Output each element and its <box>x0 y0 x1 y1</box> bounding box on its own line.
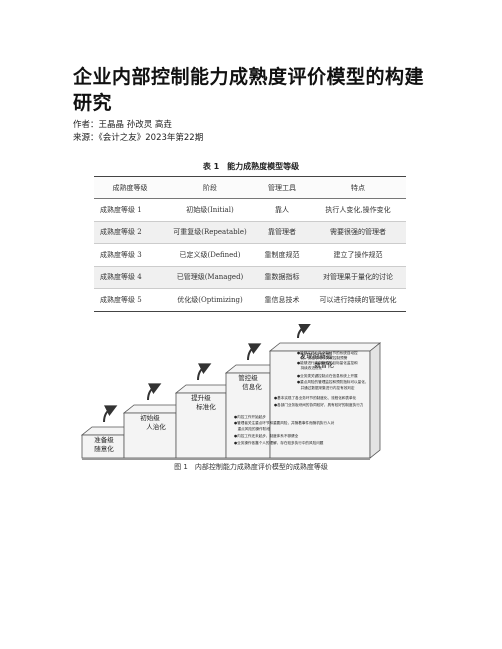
step-5-front <box>269 350 371 459</box>
step-2-sublabel: 人治化 <box>146 422 166 431</box>
arrow-icon <box>147 383 162 401</box>
step-3-front <box>175 392 227 459</box>
cell-level: 成熟度等级 4 <box>94 266 166 289</box>
cell-feature: 需要很强的管理者 <box>310 221 406 244</box>
step-4-sublabel: 信息化 <box>242 382 262 391</box>
step-5-label: 发现创新提 <box>300 351 333 360</box>
cell-stage: 可重复级(Repeatable) <box>166 221 254 244</box>
article-title: 企业内部控制能力成熟度评价模型的构建研究 <box>73 66 425 114</box>
article-source: 来源：《会计之友》2023年第22期 <box>73 133 204 143</box>
step-5-sublabel: 数智化 <box>314 360 334 369</box>
cell-level: 成熟度等级 3 <box>94 243 166 267</box>
side-face <box>369 342 381 459</box>
cell-feature: 对管理果于量化的讨论 <box>310 266 406 289</box>
header-feature: 特点 <box>310 176 406 199</box>
level-5-desc: 持续改进优化 <box>297 365 323 370</box>
maturity-staircase-figure: 准备级 随意化 初始级 人治化 提升级 标准化 管控级 信息化 发现创新提 数智… <box>80 324 382 460</box>
cell-feature: 可以进行持续的管理优化 <box>310 288 406 312</box>
cell-level: 成熟度等级 5 <box>94 288 166 312</box>
level-5-desc: 制，流程联动和关联控制预警 <box>297 355 348 360</box>
level-5-desc: ●能够实现业务全部环节的系统自动控 <box>297 350 358 355</box>
arrow-icon <box>197 363 212 381</box>
level-2-desc: 重点风险的操作阶段 <box>234 426 270 431</box>
header-tool: 管理工具 <box>254 176 310 199</box>
maturity-level-table: 成熟度等级 阶段 管理工具 特点 成熟度等级 1 初始级(Initial) 靠人… <box>94 176 406 312</box>
cell-level: 成熟度等级 2 <box>94 221 166 244</box>
level-3-desc: ●基本实现了各业务环节的制度化、流程化和表单化 <box>274 395 357 400</box>
arrow-icon <box>297 324 312 339</box>
article-authors: 作者：王晶晶 孙改灵 高垚 <box>73 120 172 130</box>
step-4-label: 管控级 <box>238 373 258 382</box>
cell-feature: 建立了操作规范 <box>310 243 406 267</box>
cell-stage: 已定义级(Defined) <box>166 243 254 267</box>
cell-tool: 靠管理者 <box>254 221 310 244</box>
table-row: 成熟度等级 2 可重复级(Repeatable) 靠管理者 需要很强的管理者 <box>94 221 406 244</box>
step-3-sublabel: 标准化 <box>196 402 216 411</box>
table-row: 成熟度等级 3 已定义级(Defined) 靠制度规范 建立了操作规范 <box>94 243 406 267</box>
level-4-desc: 并通过数据采集进行内控有效判定 <box>297 385 355 390</box>
table-row: 成熟度等级 4 已管理级(Managed) 靠数据指标 对管理果于量化的讨论 <box>94 266 406 289</box>
table-header-row: 成熟度等级 阶段 管理工具 特点 <box>94 176 406 199</box>
level-5-desc: ●能够进行内部管理的目标量化监控和 <box>297 360 358 365</box>
step-5-top <box>268 342 382 352</box>
level-1-desc: ●业务操作依靠个人的理解，存在较多执行中的风险问题 <box>234 440 324 445</box>
level-4-desc: ●业务类关键控制点在信息系统上开展 <box>297 373 358 378</box>
level-2-desc: ●内控工作开始起步 <box>234 414 266 419</box>
step-1-sublabel: 随意化 <box>94 444 114 453</box>
step-2-label: 初始级 <box>140 413 160 422</box>
cell-level: 成熟度等级 1 <box>94 198 166 222</box>
table-row: 成熟度等级 5 优化级(Optimizing) 靠信息技术 可以进行持续的管理优… <box>94 288 406 312</box>
level-2-desc: ●管理者关注重点环节和重要风险，并随着事件而随机执行人对 <box>234 420 335 425</box>
cell-stage: 已管理级(Managed) <box>166 266 254 289</box>
arrow-icon <box>247 343 262 361</box>
figure-caption: 图 1 内部控制能力成熟度评价模型的成熟度等级 <box>174 463 328 471</box>
header-stage: 阶段 <box>166 176 254 199</box>
cell-tool: 靠数据指标 <box>254 266 310 289</box>
cell-tool: 靠人 <box>254 198 310 222</box>
arrow-icon <box>103 405 118 423</box>
level-3-desc: ●各部门业务板块间的协同较好，具有较好的制度执行力 <box>274 402 364 407</box>
step-3-label: 提升级 <box>191 393 211 402</box>
header-level: 成熟度等级 <box>94 176 166 199</box>
cell-stage: 初始级(Initial) <box>166 198 254 222</box>
level-4-desc: ●重点风险的管理监控和预防指标可以量化， <box>297 379 368 384</box>
cell-tool: 靠制度规范 <box>254 243 310 267</box>
base-slab <box>82 458 370 460</box>
cell-stage: 优化级(Optimizing) <box>166 288 254 312</box>
level-1-desc: ●内控工作还未起步，制度体系不够健全 <box>234 433 299 438</box>
table-caption: 表 1 能力成熟度模型等级 <box>202 162 300 171</box>
cell-feature: 执行人变化,操作变化 <box>310 198 406 222</box>
step-1-label: 准备级 <box>94 435 114 444</box>
cell-tool: 靠信息技术 <box>254 288 310 312</box>
table-row: 成熟度等级 1 初始级(Initial) 靠人 执行人变化,操作变化 <box>94 198 406 222</box>
step-4-front <box>225 372 271 459</box>
